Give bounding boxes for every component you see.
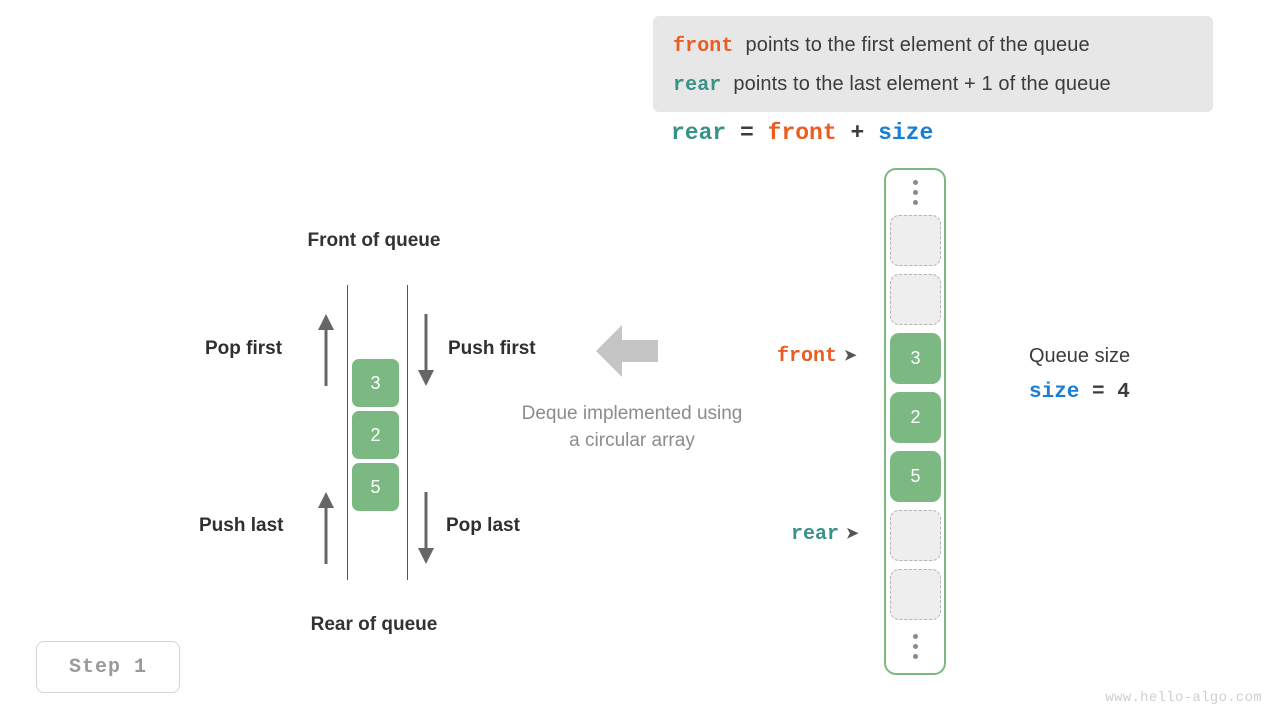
array-dots-bottom-icon	[890, 634, 941, 659]
pop-first-arrow-up-icon	[318, 314, 334, 386]
step-badge: Step 1	[36, 641, 180, 693]
push-last-arrow-up-icon	[318, 492, 334, 564]
rear-pointer-label: rear ➤	[791, 523, 859, 546]
push-first-label: Push first	[448, 338, 536, 359]
queue-size-variable: size	[1029, 381, 1080, 404]
array-cell-empty-2	[890, 510, 941, 561]
legend-box: front points to the first element of the …	[653, 16, 1213, 112]
front-pointer-arrowhead-icon: ➤	[844, 347, 857, 364]
formula-rear-equals-front-plus-size: rear = front + size	[671, 120, 933, 146]
front-pointer-label: front ➤	[777, 345, 857, 368]
formula-equals: =	[726, 120, 768, 146]
deque-cell-2: 5	[352, 463, 399, 511]
legend-keyword-rear: rear	[673, 74, 722, 97]
watermark: www.hello-algo.com	[1105, 690, 1262, 706]
front-of-queue-label: Front of queue	[307, 230, 441, 251]
big-left-block-arrow-icon	[596, 325, 658, 377]
queue-size-title: Queue size	[1029, 345, 1131, 367]
array-cell-filled-0: 3	[890, 333, 941, 384]
formula-size: size	[878, 120, 934, 146]
pop-first-label: Pop first	[205, 338, 283, 359]
deque-rail-left	[347, 285, 348, 580]
legend-text-front: points to the first element of the queue	[745, 34, 1090, 56]
queue-size-expression: = 4	[1079, 381, 1130, 404]
deque-caption-line1: Deque implemented using	[521, 403, 743, 424]
formula-front: front	[767, 120, 837, 146]
front-pointer-text: front	[777, 345, 838, 368]
pop-last-arrow-down-icon	[418, 492, 434, 564]
pop-last-label: Pop last	[446, 515, 520, 536]
deque-caption-line2: a circular array	[569, 430, 695, 451]
legend-line-front: front points to the first element of the …	[673, 34, 1090, 58]
legend-keyword-front: front	[673, 35, 734, 58]
array-cell-empty-3	[890, 569, 941, 620]
deque-cell-1: 2	[352, 411, 399, 459]
array-cell-filled-2: 5	[890, 451, 941, 502]
push-last-label: Push last	[199, 515, 284, 536]
deque-cell-0: 3	[352, 359, 399, 407]
legend-line-rear: rear points to the last element + 1 of th…	[673, 73, 1111, 97]
queue-size-value: size = 4	[1029, 381, 1130, 404]
formula-plus: +	[836, 120, 879, 146]
array-cell-empty-0	[890, 215, 941, 266]
rear-pointer-text: rear	[791, 523, 840, 546]
formula-rear: rear	[671, 120, 727, 146]
array-cell-filled-1: 2	[890, 392, 941, 443]
deque-rail-right	[407, 285, 408, 580]
array-cell-empty-1	[890, 274, 941, 325]
rear-pointer-arrowhead-icon: ➤	[846, 525, 859, 542]
deque-caption: Deque implemented using a circular array	[472, 400, 792, 454]
push-first-arrow-down-icon	[418, 314, 434, 386]
array-dots-top-icon	[890, 180, 941, 205]
rear-of-queue-label: Rear of queue	[310, 614, 438, 635]
legend-text-rear: points to the last element + 1 of the qu…	[733, 73, 1111, 95]
